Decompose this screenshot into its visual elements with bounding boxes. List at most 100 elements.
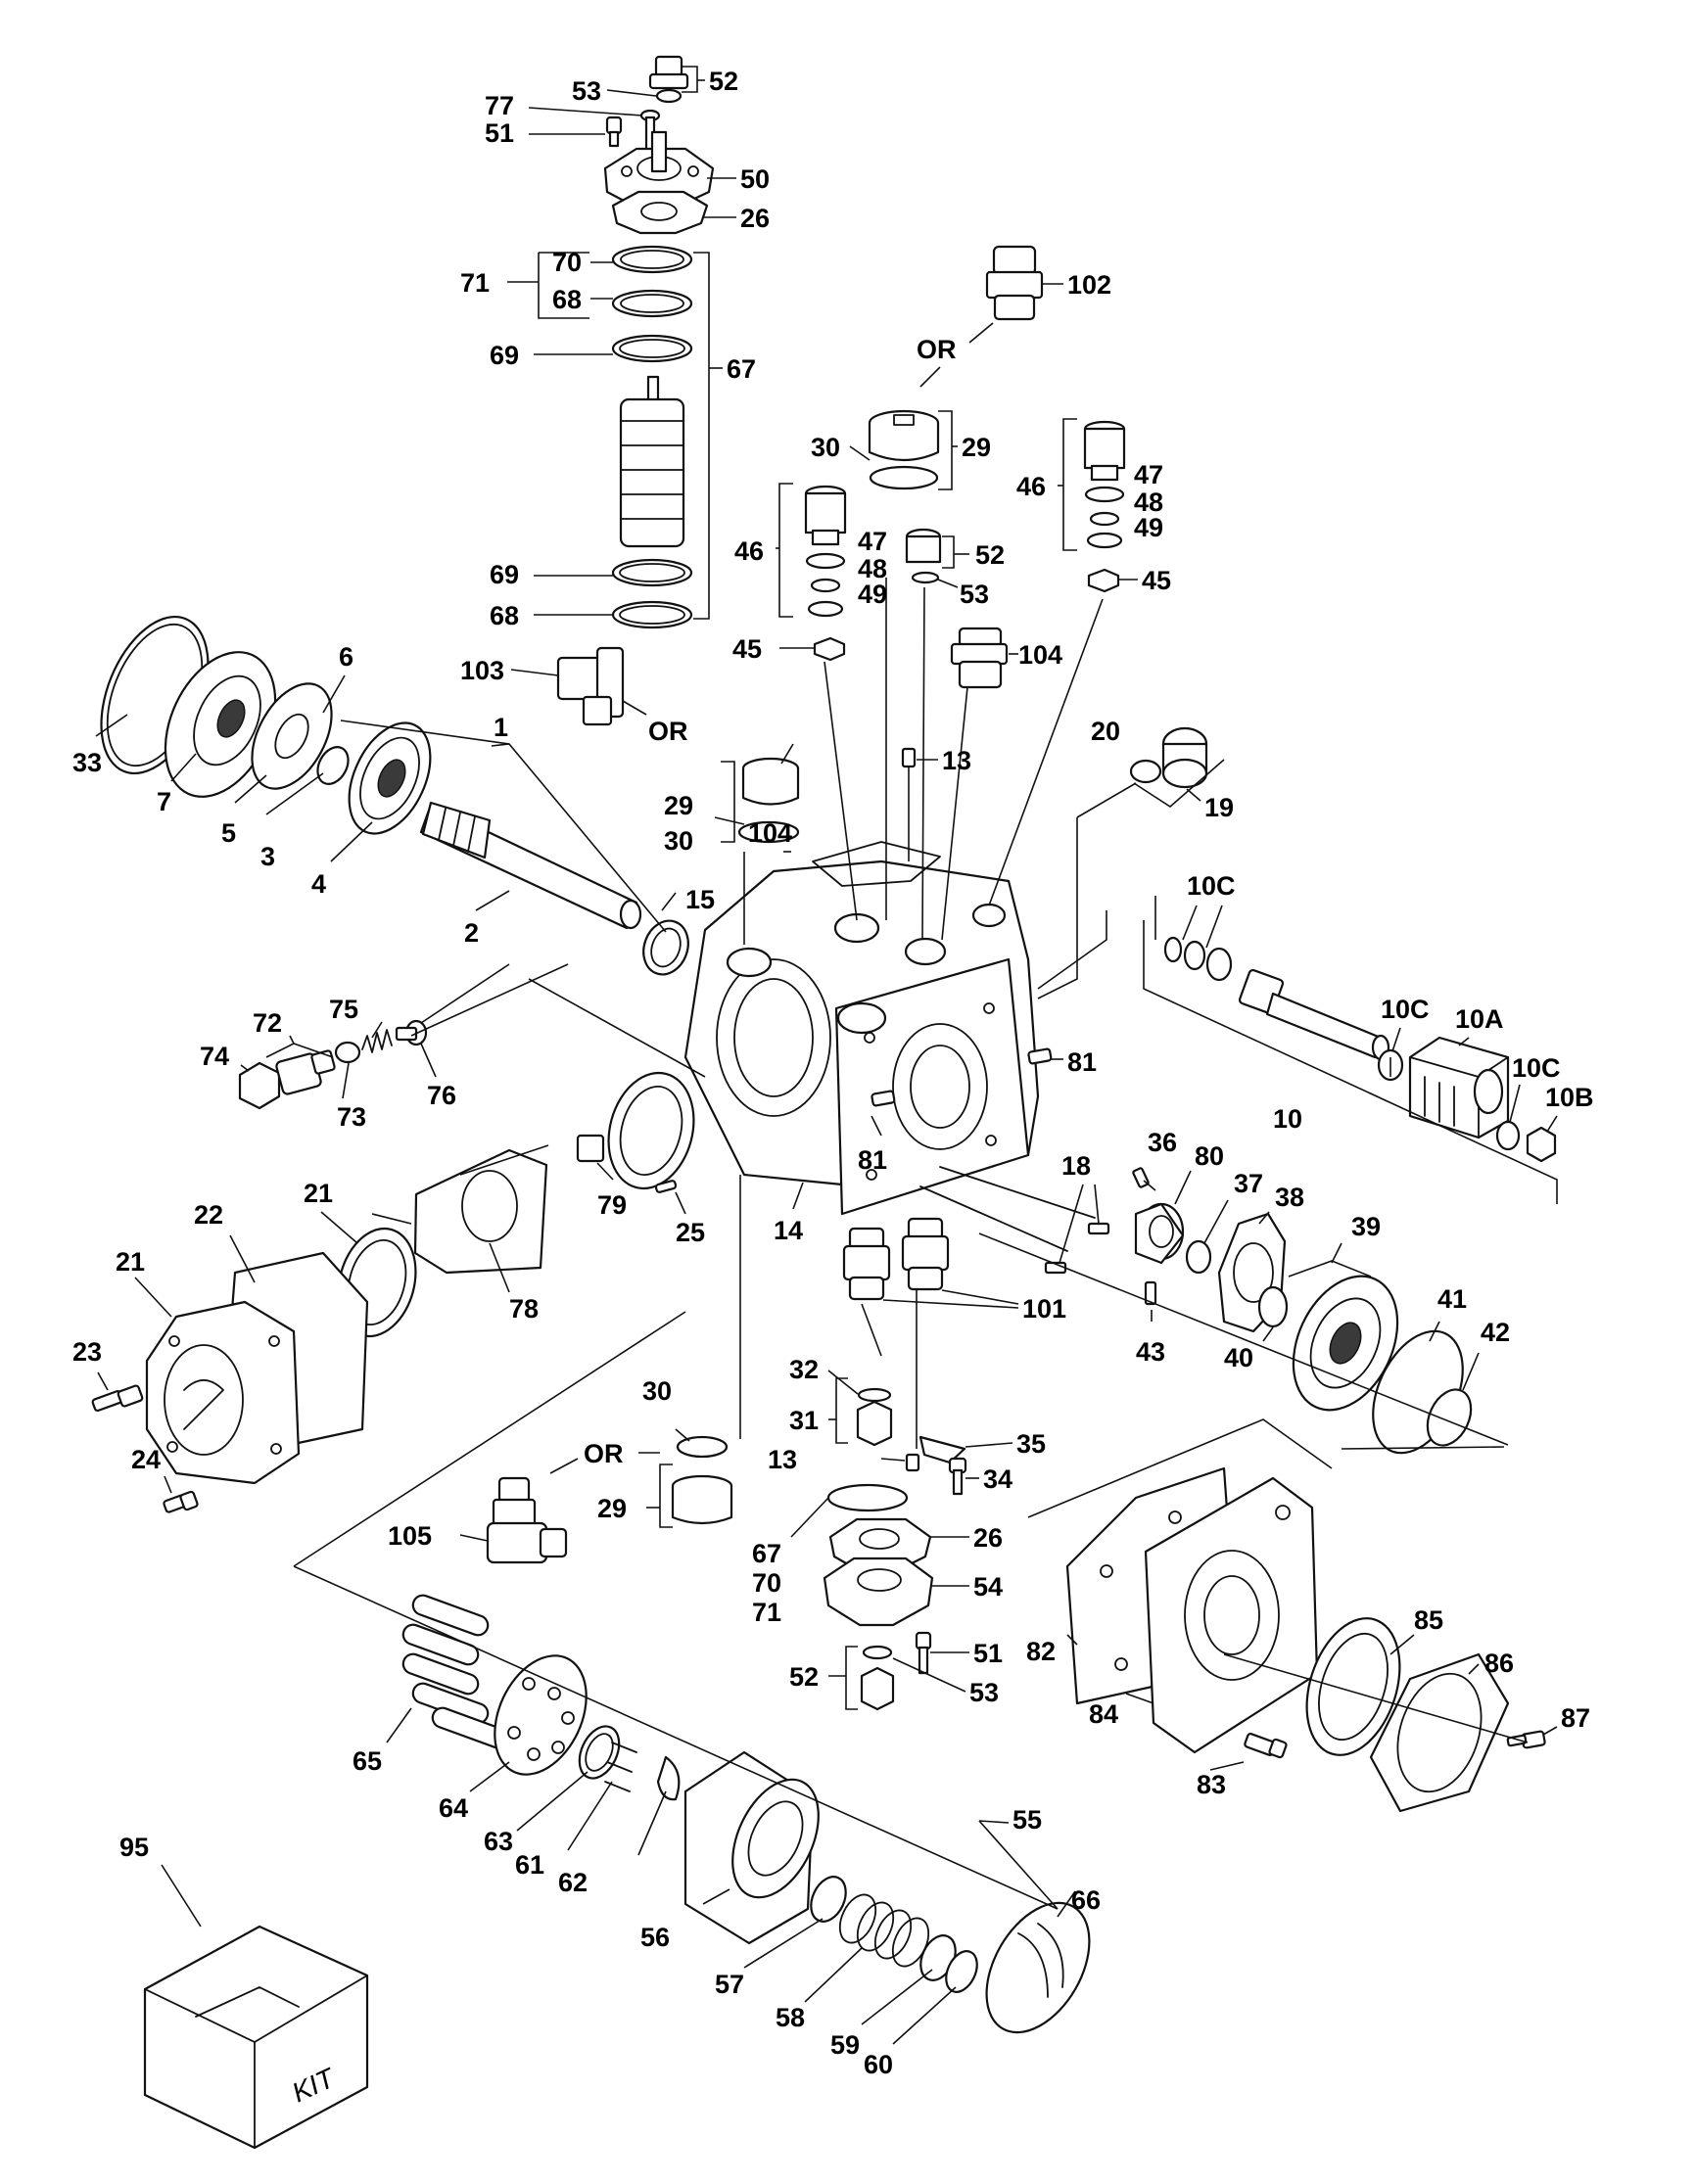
part-45-nut-left[interactable]: [813, 636, 846, 662]
part-25-roller-bearing-race[interactable]: [596, 1063, 706, 1198]
part-42-ring[interactable]: [1419, 1382, 1480, 1452]
part-62-snap-ring[interactable]: [656, 1755, 681, 1801]
part-81-pin-front[interactable]: [871, 1090, 896, 1107]
part-24-bolt[interactable]: [163, 1490, 199, 1513]
part-13-pin-lower[interactable]: [905, 1453, 920, 1472]
part-48-ring-left[interactable]: [810, 578, 841, 593]
part-18-spring-pins[interactable]: [919, 1166, 1110, 1275]
part-78-swashplate[interactable]: [413, 1148, 548, 1275]
part-10C-ring-b[interactable]: [1183, 940, 1206, 971]
part-76-plug-screw[interactable]: [395, 1019, 428, 1046]
part-81-pin-right[interactable]: [1027, 1047, 1053, 1065]
label-76: 76: [427, 1081, 456, 1110]
part-73-oring[interactable]: [334, 1041, 361, 1064]
part-57-washer[interactable]: [804, 1871, 852, 1927]
part-83-bolt[interactable]: [1244, 1733, 1288, 1759]
part-29-plug-lower[interactable]: [671, 1474, 733, 1525]
part-29-plug-upper[interactable]: [868, 409, 940, 462]
part-84-end-plate[interactable]: [1144, 1476, 1319, 1754]
part-53-washer-mid[interactable]: [911, 571, 940, 584]
part-72-valve-body[interactable]: [275, 1049, 336, 1095]
label-80: 80: [1195, 1141, 1224, 1171]
part-65-pistons[interactable]: [400, 1593, 510, 1750]
label-4: 4: [311, 869, 326, 899]
part-67-control-spool[interactable]: [619, 375, 685, 548]
part-49-ring-left[interactable]: [807, 600, 844, 618]
part-77-screw[interactable]: [639, 109, 661, 153]
label-10C-mid: 10C: [1381, 995, 1430, 1024]
label-55: 55: [1012, 1805, 1042, 1835]
part-10C-ring-c[interactable]: [1205, 947, 1233, 982]
part-30-washer-lower[interactable]: [676, 1435, 729, 1459]
part-64-retainer-plate[interactable]: [477, 1641, 604, 1789]
part-37-ring[interactable]: [1185, 1239, 1212, 1275]
part-13-pin-upper[interactable]: [901, 747, 917, 768]
part-43-pin[interactable]: [1144, 1280, 1157, 1306]
part-85-seal-ring[interactable]: [1291, 1606, 1416, 1767]
part-14-housing-front-face[interactable]: [834, 957, 1030, 1216]
part-51-top-screw[interactable]: [605, 116, 623, 148]
part-10-solenoid-valve[interactable]: [1238, 968, 1390, 1061]
part-21-end-cover[interactable]: [145, 1300, 301, 1485]
label-30-mid: 30: [664, 826, 693, 856]
part-87-bolt[interactable]: [1506, 1730, 1546, 1749]
part-31-plug[interactable]: [856, 1400, 893, 1447]
part-29-plug-mid[interactable]: [741, 757, 800, 806]
part-45-nut-right[interactable]: [1087, 568, 1120, 593]
part-66-valve-plate[interactable]: [965, 1885, 1110, 2051]
part-51-bottom-screw[interactable]: [915, 1631, 932, 1675]
part-25-pin[interactable]: [654, 1180, 678, 1193]
part-53-top-washer[interactable]: [655, 88, 683, 104]
part-47-ring-right[interactable]: [1084, 486, 1125, 503]
part-10C-ring-e[interactable]: [1495, 1120, 1521, 1151]
part-10B-nut[interactable]: [1526, 1126, 1557, 1163]
part-19-plug[interactable]: [1161, 726, 1208, 789]
part-4-bearing[interactable]: [333, 710, 447, 846]
part-46-relief-valve-left[interactable]: [804, 485, 847, 546]
part-52-top-plug[interactable]: [648, 55, 689, 90]
part-2-drive-shaft[interactable]: [419, 801, 642, 930]
part-20-oring[interactable]: [1129, 759, 1162, 784]
part-102-fitting[interactable]: [985, 245, 1044, 321]
part-48-ring-right[interactable]: [1089, 511, 1120, 527]
part-47-ring-left[interactable]: [805, 552, 846, 570]
part-40-ring[interactable]: [1257, 1285, 1289, 1328]
part-23-bolt[interactable]: [91, 1384, 144, 1413]
part-32-washer[interactable]: [857, 1387, 892, 1403]
part-36-pin[interactable]: [1132, 1167, 1150, 1188]
part-75-spring[interactable]: [361, 1029, 393, 1053]
part-104-fitting-upper[interactable]: [950, 627, 1009, 689]
part-46-relief-valve-right[interactable]: [1083, 420, 1126, 482]
part-95-kit-box[interactable]: KIT: [143, 1925, 369, 2150]
part-79-block[interactable]: [576, 1134, 605, 1163]
label-13-lower: 13: [768, 1445, 797, 1474]
part-52-bottom-plug[interactable]: [860, 1666, 895, 1711]
part-86-flange[interactable]: [1369, 1652, 1510, 1813]
part-30-washer-upper[interactable]: [869, 465, 939, 490]
part-67-seal-lower-group[interactable]: [826, 1483, 909, 1512]
label-53-lower: 53: [969, 1678, 999, 1707]
part-10C-ring-a[interactable]: [1163, 936, 1183, 963]
part-103-elbow-fitting[interactable]: [556, 646, 625, 726]
part-80-piston[interactable]: [1134, 1202, 1185, 1265]
part-49-ring-right[interactable]: [1086, 532, 1123, 549]
part-54-bottom-cover[interactable]: [823, 1557, 934, 1627]
part-39-bearing-plate[interactable]: [1273, 1259, 1418, 1426]
part-3-snap-ring[interactable]: [311, 742, 354, 789]
part-30-washer-mid[interactable]: [737, 820, 800, 844]
part-105-tee-fitting[interactable]: [486, 1476, 568, 1564]
part-74-cap[interactable]: [238, 1061, 281, 1110]
part-26-top-gasket[interactable]: [611, 190, 709, 235]
part-34-screw[interactable]: [948, 1457, 967, 1496]
part-6-shim[interactable]: [236, 671, 348, 802]
part-101-fittings[interactable]: [842, 1217, 950, 1301]
label-74: 74: [200, 1042, 229, 1071]
part-10A-coil[interactable]: [1408, 1036, 1510, 1139]
part-7-seal-carrier[interactable]: [144, 634, 298, 814]
part-63-ball-guide[interactable]: [572, 1720, 627, 1785]
part-15-needle-bearing[interactable]: [636, 914, 695, 981]
label-104-lower: 104: [748, 818, 792, 848]
part-53-bottom-washer[interactable]: [862, 1645, 893, 1660]
part-61-pins[interactable]: [604, 1742, 637, 1792]
part-52-plug-mid[interactable]: [905, 528, 942, 564]
